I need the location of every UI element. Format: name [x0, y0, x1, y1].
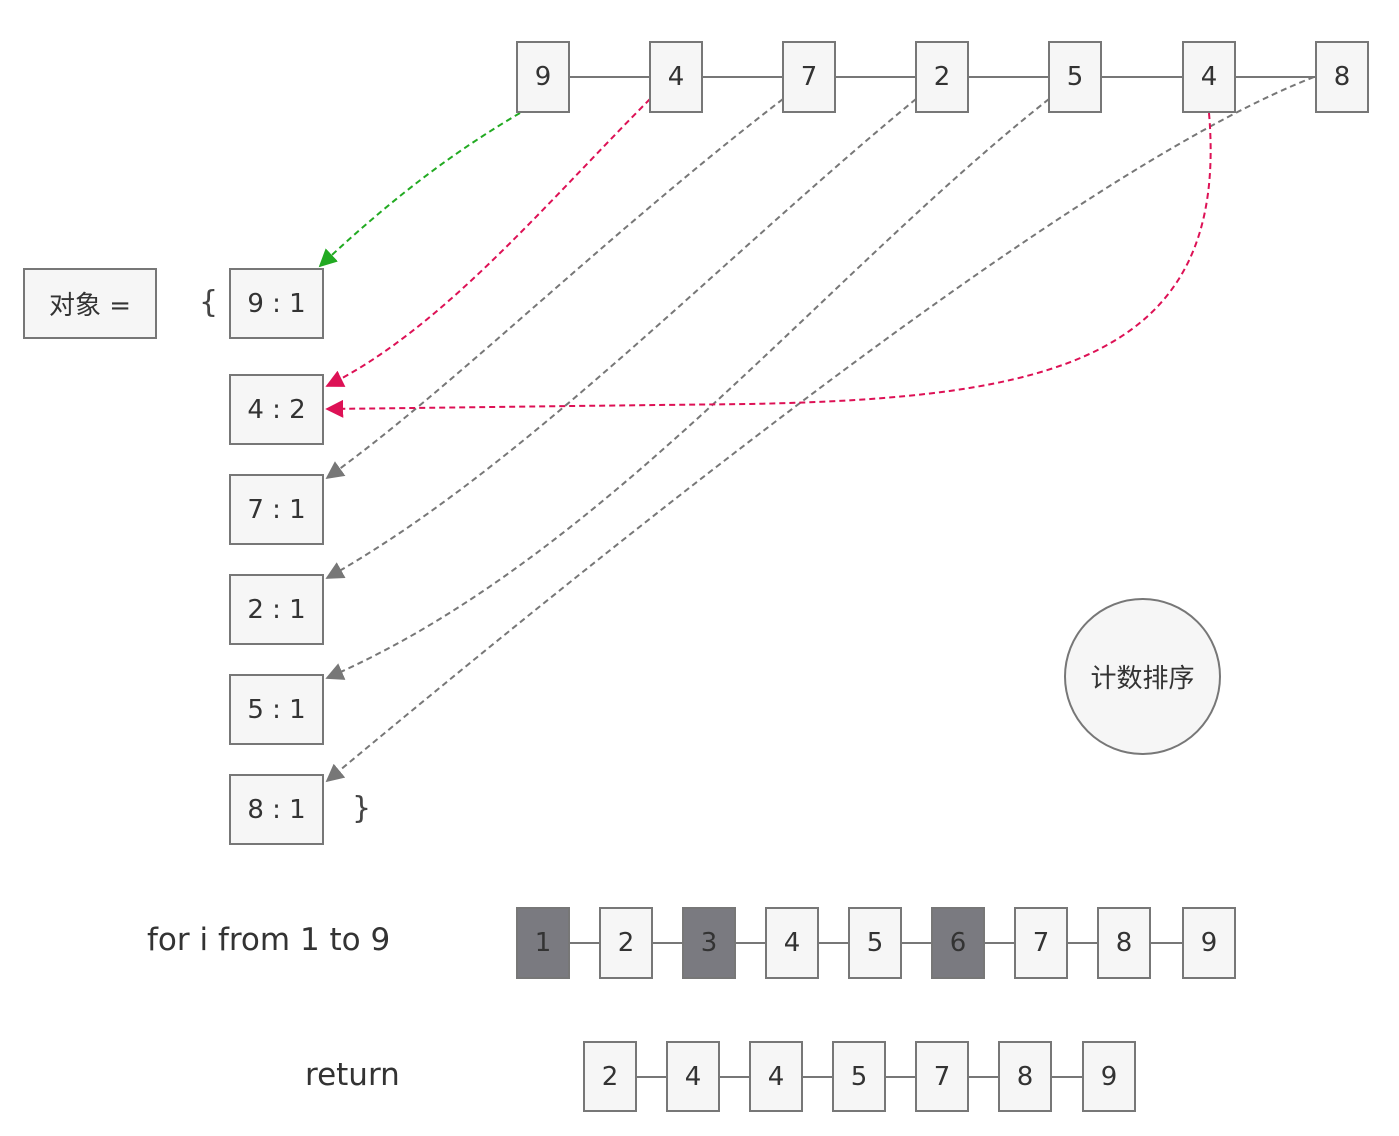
arrow-4-to-count: [325, 98, 651, 387]
arrow-2-to-count: [325, 98, 917, 579]
close-brace: }: [352, 791, 372, 826]
input-cell: 8: [1315, 41, 1369, 113]
title-circle: 计数排序: [1064, 598, 1221, 755]
return-label: return: [305, 1057, 400, 1093]
input-cell: 5: [1048, 41, 1102, 113]
loop-cell: 2: [599, 907, 653, 979]
arrow-8-to-count: [325, 76, 1315, 783]
arrow-5-to-count: [325, 98, 1050, 680]
arrow-9-to-count: [318, 112, 521, 268]
result-cell: 8: [998, 1041, 1052, 1112]
result-cell: 4: [666, 1041, 720, 1112]
count-entry: 7 : 1: [229, 474, 324, 545]
loop-cell: 9: [1182, 907, 1236, 979]
arrow-second-4-to-count: [325, 112, 1212, 418]
count-entry: 8 : 1: [229, 774, 324, 845]
loop-cell: 8: [1097, 907, 1151, 979]
result-cell: 4: [749, 1041, 803, 1112]
arrow-7-to-count: [325, 98, 784, 480]
loop-label: for i from 1 to 9: [147, 922, 391, 958]
input-cell: 2: [915, 41, 969, 113]
input-cell: 4: [649, 41, 703, 113]
loop-cell: 4: [765, 907, 819, 979]
count-entry: 4 : 2: [229, 374, 324, 445]
loop-cell-missing: 3: [682, 907, 736, 979]
result-cell: 5: [832, 1041, 886, 1112]
open-brace: {: [199, 285, 219, 320]
count-entry: 9 : 1: [229, 268, 324, 339]
input-cell: 4: [1182, 41, 1236, 113]
count-entry: 5 : 1: [229, 674, 324, 745]
input-cell: 9: [516, 41, 570, 113]
result-cell: 7: [915, 1041, 969, 1112]
loop-cell-missing: 1: [516, 907, 570, 979]
loop-cell: 5: [848, 907, 902, 979]
input-cell: 7: [782, 41, 836, 113]
loop-cell: 7: [1014, 907, 1068, 979]
count-entry: 2 : 1: [229, 574, 324, 645]
object-label: 对象 =: [23, 268, 157, 339]
loop-cell-missing: 6: [931, 907, 985, 979]
result-cell: 2: [583, 1041, 637, 1112]
result-cell: 9: [1082, 1041, 1136, 1112]
